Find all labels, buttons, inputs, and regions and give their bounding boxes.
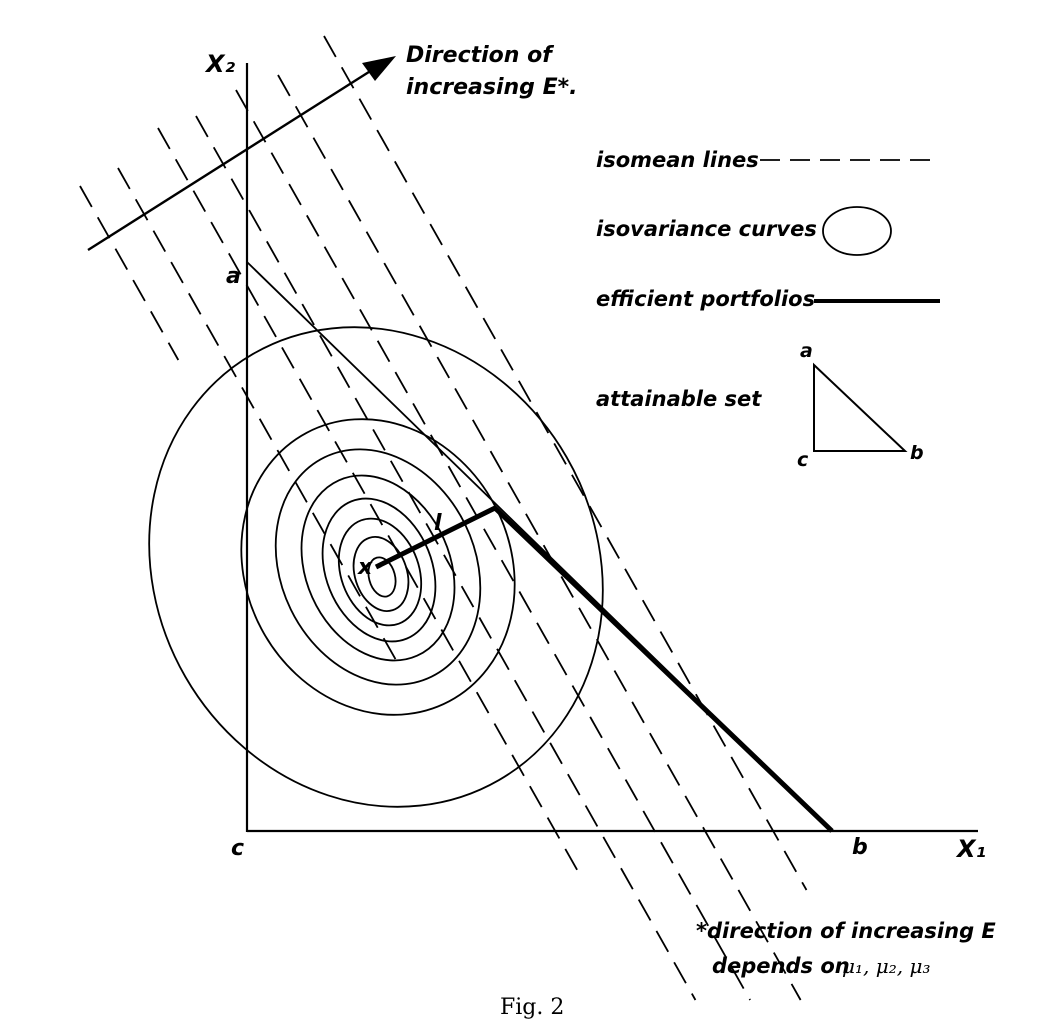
isovariance-curve — [300, 474, 456, 662]
efficient-portfolio-path — [374, 504, 834, 833]
footnote-mu: μ₁, μ₂, μ₃ — [842, 954, 930, 978]
footnote-line2: depends on — [712, 954, 850, 978]
isomean-line — [235, 89, 751, 1001]
figure-caption: Fig. 2 — [500, 995, 564, 1020]
legend-attainable-triangle — [813, 362, 908, 452]
legend-efficient-label: efficient portfolios — [596, 287, 815, 311]
isomean-line — [277, 74, 802, 1001]
axes — [245, 63, 978, 833]
isovariance-curve — [367, 556, 397, 598]
vertex-c-label: c — [231, 836, 244, 861]
legend-tri-b-label: b — [910, 442, 924, 464]
isovariance-curve — [352, 536, 410, 612]
legend-attainable-label: attainable set — [596, 387, 762, 411]
legend-tri-c-label: c — [797, 449, 809, 471]
isovariance-curve — [321, 497, 437, 643]
footnote-line1: *direction of increasing E — [696, 919, 996, 943]
y-axis-label: X₂ — [204, 50, 236, 78]
legend-isomean-label: isomean lines — [596, 148, 759, 172]
legend: isomean lines isovariance curves efficie… — [596, 148, 940, 471]
isomean-line — [323, 35, 808, 891]
vertex-a-label: a — [226, 264, 241, 289]
isovariance-curve — [148, 326, 604, 808]
point-x-label: x — [357, 555, 373, 580]
x-axis-label: X₁ — [955, 835, 986, 863]
isovariance-curve — [240, 418, 516, 716]
legend-tri-a-label: a — [800, 340, 813, 362]
isovariance-curve — [337, 517, 423, 627]
isomean-lines — [79, 35, 808, 1001]
point-l-label: l — [434, 511, 442, 536]
legend-isovariance-label: isovariance curves — [596, 217, 817, 241]
isomean-line — [79, 185, 180, 361]
legend-isovariance-sample — [822, 206, 892, 256]
isomean-line — [195, 115, 697, 1001]
direction-arrow-line — [87, 68, 373, 252]
direction-arrowhead — [362, 56, 396, 81]
direction-label-line1: Direction of — [406, 43, 554, 68]
isomean-line — [117, 167, 397, 661]
direction-label-line2: increasing E*. — [406, 75, 577, 100]
vertex-b-label: b — [852, 835, 868, 860]
